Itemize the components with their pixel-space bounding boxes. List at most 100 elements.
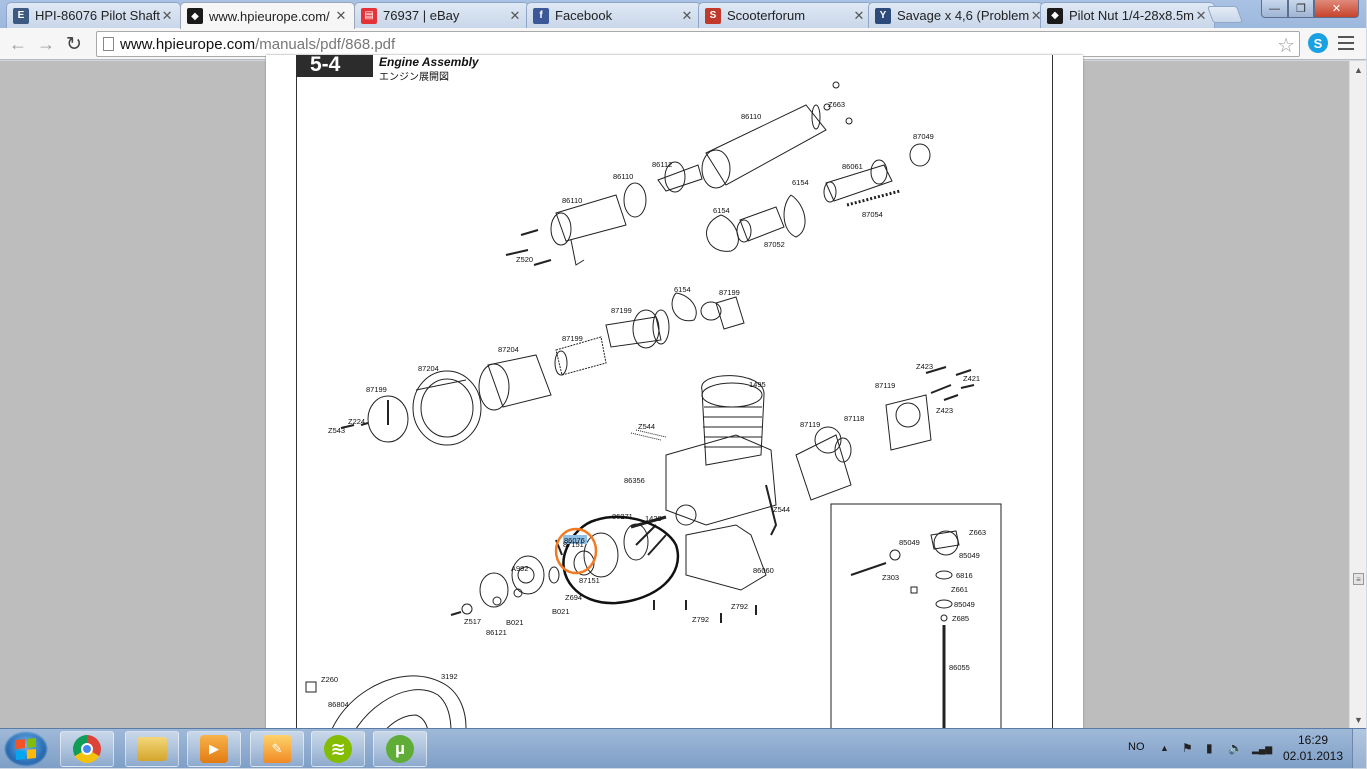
vertical-scrollbar[interactable]: ▲ ≡ ▼ xyxy=(1349,61,1366,728)
part-label-z421: Z421 xyxy=(963,374,980,383)
tab-7[interactable]: ◆Pilot Nut 1/4-28x8.5m✕ xyxy=(1040,2,1215,28)
new-tab-button[interactable] xyxy=(1206,6,1244,23)
battery-icon[interactable]: ▮ xyxy=(1206,741,1213,755)
taskbar-utorrent-button[interactable]: µ xyxy=(373,731,427,767)
tab-6[interactable]: Y Savage x 4,6 (Problem✕ xyxy=(868,2,1043,28)
close-window-button[interactable]: ✕ xyxy=(1314,0,1359,18)
taskbar-paint-button[interactable]: ✎ xyxy=(250,731,304,767)
folder-icon xyxy=(137,737,167,761)
part-label-87049: 87049 xyxy=(913,132,934,141)
part-label-6154: 6154 xyxy=(674,285,691,294)
paint-icon: ✎ xyxy=(263,735,291,763)
forum-icon: Y xyxy=(875,7,891,24)
ebay-icon: ▤ xyxy=(361,7,377,24)
forward-button[interactable]: → xyxy=(37,33,55,54)
url-host: www.hpieurope.com xyxy=(120,36,256,53)
part-label-z517: Z517 xyxy=(464,617,481,626)
taskbar-spotify-button[interactable]: ≋ xyxy=(311,731,365,767)
page-frame xyxy=(296,55,1053,755)
inset-part-label-6816: 6816 xyxy=(956,571,973,580)
inset-part-label-86055: 86055 xyxy=(949,663,970,672)
minimize-button[interactable]: — xyxy=(1261,0,1288,18)
show-desktop-button[interactable] xyxy=(1352,729,1366,768)
part-label-86076: 86076 xyxy=(564,536,585,545)
facebook-icon: f xyxy=(533,7,549,24)
tab-close-icon[interactable]: ✕ xyxy=(1030,7,1042,23)
hpi-e-icon: E xyxy=(13,7,29,24)
part-label-86121: 86121 xyxy=(486,628,507,637)
tab-3[interactable]: ▤76937 | eBay✕ xyxy=(354,2,529,28)
part-label-86061: 86061 xyxy=(842,162,863,171)
skype-extension-icon[interactable]: S xyxy=(1308,33,1328,53)
inset-part-label-z303: Z303 xyxy=(882,573,899,582)
part-label-87199: 87199 xyxy=(611,306,632,315)
inset-part-label-z663: Z663 xyxy=(969,528,986,537)
pdf-viewport[interactable]: 5-4 Engine Assembly エンジン展開図 xyxy=(0,54,1349,756)
url-text[interactable]: www.hpieurope.com/manuals/pdf/868.pdf xyxy=(120,36,395,53)
show-hidden-icons-icon[interactable]: ▲ xyxy=(1160,743,1169,753)
part-label-z544: Z544 xyxy=(638,422,655,431)
part-label-6154: 6154 xyxy=(713,206,730,215)
reload-button[interactable]: ↻ xyxy=(66,33,82,55)
volume-icon[interactable]: 🔈 xyxy=(1228,741,1243,755)
part-label-86112: 86112 xyxy=(652,160,672,169)
scroll-up-button[interactable]: ▲ xyxy=(1354,64,1363,75)
address-bar[interactable]: www.hpieurope.com/manuals/pdf/868.pdf ☆ xyxy=(96,31,1300,57)
start-button[interactable] xyxy=(4,731,48,767)
bookmark-star-icon[interactable]: ☆ xyxy=(1277,35,1295,57)
part-label-87199: 87199 xyxy=(366,385,387,394)
action-center-flag-icon[interactable]: ⚑ xyxy=(1182,741,1193,755)
taskbar-clock[interactable]: 16:29 02.01.2013 xyxy=(1282,732,1344,764)
part-label-b021: B021 xyxy=(506,618,524,627)
highlight-circle xyxy=(554,527,598,575)
browser-menu-icon[interactable] xyxy=(1338,36,1354,50)
tab-title: HPI-86076 Pilot Shaft xyxy=(35,8,161,23)
part-label-87119: 87119 xyxy=(875,381,895,390)
part-label-1495: 1495 xyxy=(749,380,766,389)
scrollbar-thumb[interactable]: ≡ xyxy=(1353,573,1364,585)
spotify-icon: ≋ xyxy=(324,735,352,763)
engine-block-drawing xyxy=(630,366,975,591)
taskbar-media-player-button[interactable]: ▶ xyxy=(187,731,241,767)
back-button[interactable]: ← xyxy=(9,33,27,54)
part-label-86110: 86110 xyxy=(613,172,633,181)
tab-close-icon[interactable]: ✕ xyxy=(509,7,521,23)
tab-close-icon[interactable]: ✕ xyxy=(853,7,865,23)
part-label-3192: 3192 xyxy=(441,672,458,681)
clock-date: 02.01.2013 xyxy=(1282,749,1344,763)
part-label-z423: Z423 xyxy=(916,362,933,371)
part-label-86271: 86271 xyxy=(612,512,633,521)
network-icon[interactable]: ▂▄▆ xyxy=(1252,744,1273,754)
language-indicator[interactable]: NO xyxy=(1128,741,1145,753)
part-label-z694: Z694 xyxy=(565,593,582,602)
air-filter-drawing xyxy=(340,292,745,446)
tab-1[interactable]: E HPI-86076 Pilot Shaft✕ xyxy=(6,2,181,28)
section-number: 5-4 xyxy=(296,54,373,77)
part-label-z520: Z520 xyxy=(516,255,533,264)
part-label-86110: 86110 xyxy=(562,196,582,205)
page-icon xyxy=(103,37,114,51)
taskbar-chrome-button[interactable] xyxy=(60,731,114,767)
part-label-87151: 87151 xyxy=(563,540,584,549)
taskbar-explorer-button[interactable] xyxy=(125,731,179,767)
inset-part-label-z661: Z661 xyxy=(951,585,968,594)
tab-close-icon[interactable]: ✕ xyxy=(1195,7,1207,23)
inset-part-label-z685: Z685 xyxy=(952,614,969,623)
highlight-selection xyxy=(563,535,587,544)
scroll-down-button[interactable]: ▼ xyxy=(1354,714,1363,725)
maximize-button[interactable]: ❐ xyxy=(1288,0,1314,18)
chrome-icon xyxy=(73,735,101,763)
tab-close-icon[interactable]: ✕ xyxy=(335,8,347,23)
part-label-z260: Z260 xyxy=(321,675,338,684)
tab-close-icon[interactable]: ✕ xyxy=(681,7,693,23)
tab-close-icon[interactable]: ✕ xyxy=(161,7,173,23)
part-label-87054: 87054 xyxy=(862,210,883,219)
windows-taskbar: ▶ ✎ ≋ µ NO ▲ ⚑ ▮ 🔈 ▂▄▆ xyxy=(0,728,1366,768)
tab-2[interactable]: ◆www.hpieurope.com/✕ xyxy=(180,2,355,29)
part-label-z792: Z792 xyxy=(731,602,748,611)
part-label-87052: 87052 xyxy=(764,240,785,249)
tab-title: Savage x 4,6 (Problem xyxy=(897,8,1030,23)
